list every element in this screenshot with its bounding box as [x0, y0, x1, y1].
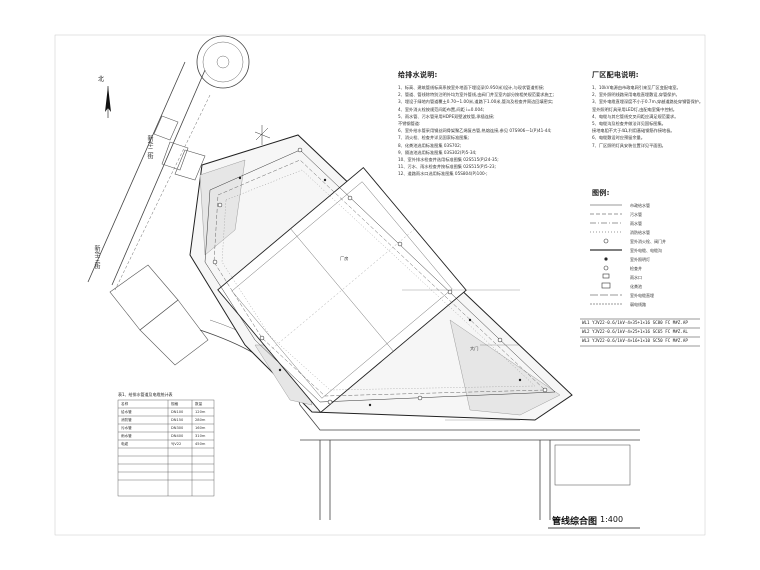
- drainage-note-line: 5、雨水管、污水管采用HDPE双壁波纹管,承插连接;: [398, 113, 495, 119]
- electrical-note-line: 2、室外照明线路采用电缆直埋敷设,穿管保护。: [592, 92, 680, 98]
- electrical-notes-body: 1、10kV电源由市政电网引来至厂区变配电室。 2、室外照明线路采用电缆直埋敷设…: [592, 84, 704, 149]
- legend-symbols: [590, 204, 622, 305]
- drainage-note-line: 3、埋设于绿地内管道覆土0.70~1.00米,道路下1.00米,管沟及检查井周边…: [398, 99, 554, 105]
- table-header: 名称: [121, 402, 129, 406]
- drainage-note-line: 1、标高、建筑管线标高系按室外地面下埋设深(0.950米)设计,与现状管道衔接;: [398, 85, 545, 90]
- drainage-note-line: 9、隔油池选用标准图集 03S302(P)5-34;: [398, 149, 477, 155]
- legend-item: 市政给水管: [630, 203, 650, 208]
- north-label: 北: [98, 76, 105, 83]
- building-label: 厂房: [340, 256, 349, 261]
- road-label-lower: 新华三街: [93, 245, 100, 269]
- table-cell: DN150: [171, 418, 184, 422]
- electrical-note-line: 室外照明灯具采用LED灯,由配电室集中控制。: [592, 106, 677, 112]
- legend-item: 室外电缆、电缆沟: [630, 248, 662, 253]
- sheet-border: [54, 34, 706, 536]
- cable-spec: WL3 YJV22-0.6/1kV-4×16+1×10 SC50 FC M#Z.…: [582, 338, 688, 343]
- electrical-note-line: 1、10kV电源由市政电网引来至厂区变配电室。: [592, 85, 681, 90]
- table-cell: 120m: [195, 410, 206, 414]
- legend-item: 室外电缆直埋: [630, 293, 654, 298]
- roundabout: [196, 35, 250, 89]
- drawing-scale: 1:400: [600, 515, 624, 524]
- table-cell: 污水管: [121, 426, 132, 430]
- table-cell: DN100: [171, 410, 184, 414]
- table-header: 规格: [171, 402, 179, 406]
- main-building: [217, 167, 467, 413]
- stats-table-grid: [117, 399, 215, 497]
- north-arrow-icon: [105, 86, 111, 118]
- legend-item: 雨水管: [630, 221, 642, 226]
- drainage-note-line: 12、道路雨水口选用标准图集 05S804(P)100-;: [398, 171, 488, 177]
- drainage-notes-body: 1、标高、建筑管线标高系按室外地面下埋设深(0.950米)设计,与现状管道衔接;…: [398, 84, 563, 178]
- electrical-note-line: 7、厂区照明灯具安装位置详见平面图。: [592, 142, 666, 148]
- callout-lines: [402, 289, 520, 421]
- manholes: [212, 147, 548, 405]
- electrical-note-line: 5、电缆沟及检查井做法详见国标图集。: [592, 121, 666, 127]
- electrical-note-line: 6、电缆敷设时应预留余量。: [592, 135, 645, 141]
- drainage-note-line: 2、管道、管线除特别注明外均为室外管线,由阀门井至室内部分按相关规范要求施工;: [398, 92, 555, 98]
- gate-label: 大门: [470, 346, 479, 351]
- legend-item: 污水管: [630, 212, 642, 217]
- electrical-note-line: 接地电阻不大于4Ω,利用基础钢筋作接地极。: [592, 128, 675, 134]
- table-cell: 雨水管: [121, 434, 132, 438]
- neighboring-buildings: [109, 115, 209, 366]
- table-cell: 450m: [195, 442, 206, 446]
- table-cell: YJV22: [171, 442, 182, 446]
- legend-item: 室外消火栓、阀门井: [630, 239, 666, 244]
- tree-symbol: [254, 125, 271, 145]
- cable-spec: WL1 YJV22-0.6/1kV-4×35+1×16 SC80 FC M#Z.…: [582, 320, 688, 325]
- road-label-upper: 新华二街: [146, 135, 153, 159]
- legend-item: 雨水口: [630, 275, 642, 280]
- drainage-note-line: 7、消火栓、检查井详见国家标准图集;: [398, 135, 470, 141]
- table-header: 数量: [195, 402, 203, 406]
- main-road: [87, 61, 211, 291]
- legend-item: 化粪池: [630, 284, 642, 289]
- drainage-notes-title: 给排水说明:: [398, 71, 438, 79]
- cable-schedule-lines: [580, 318, 700, 347]
- legend-item: 弱电线路: [630, 302, 646, 307]
- table-cell: DN300: [171, 426, 184, 430]
- drawing-title: 管线综合图: [552, 517, 598, 527]
- drainage-note-line: 4、室外消火栓按规范间距布置,间距 i=0.004;: [398, 106, 485, 112]
- drainage-note-line: 8、化粪池选用标准图集 03S702;: [398, 142, 462, 148]
- electrical-notes-title: 厂区配电说明:: [592, 71, 639, 79]
- table-title: 表1、给排水管道及电缆统计表: [118, 392, 173, 397]
- lower-road: [299, 404, 640, 520]
- electrical-note-line: 3、室外电缆直埋深度不小于0.7m,穿越道路处穿钢管保护。: [592, 99, 704, 105]
- legend-item: 室外照明灯: [630, 257, 650, 262]
- table-cell: 给水管: [121, 410, 132, 414]
- table-cell: 消防管: [121, 418, 132, 422]
- light-poles: [238, 176, 522, 407]
- electrical-note-line: 4、电缆与其它管线交叉间距应满足规范要求。: [592, 113, 679, 119]
- drainage-note-line: 11、污水、雨水检查井按标准图集 02S515(P)5-23;: [398, 164, 496, 170]
- drainage-note-line: 不锈钢管道:: [398, 121, 421, 127]
- table-cell: 电缆: [121, 442, 129, 446]
- legend-item: 检查井: [630, 266, 642, 271]
- table-cell: 310m: [195, 434, 206, 438]
- table-cell: 160m: [195, 426, 206, 430]
- table-cell: DN400: [171, 434, 184, 438]
- legend-item: 消防给水管: [630, 230, 650, 235]
- legend-title: 图例:: [592, 189, 610, 197]
- table-cell: 280m: [195, 418, 206, 422]
- drainage-note-line: 10、室外排水检查井选用标准图集 02S515(P)24-35;: [398, 157, 499, 163]
- drainage-note-line: 6、室外给水管采用钢丝网骨架聚乙烯复合管,热熔连接,参见 07S906—1(P)…: [398, 128, 552, 134]
- cable-spec: WL2 YJV22-0.6/1kV-4×25+1×16 SC65 FC M#Z.…: [582, 329, 688, 334]
